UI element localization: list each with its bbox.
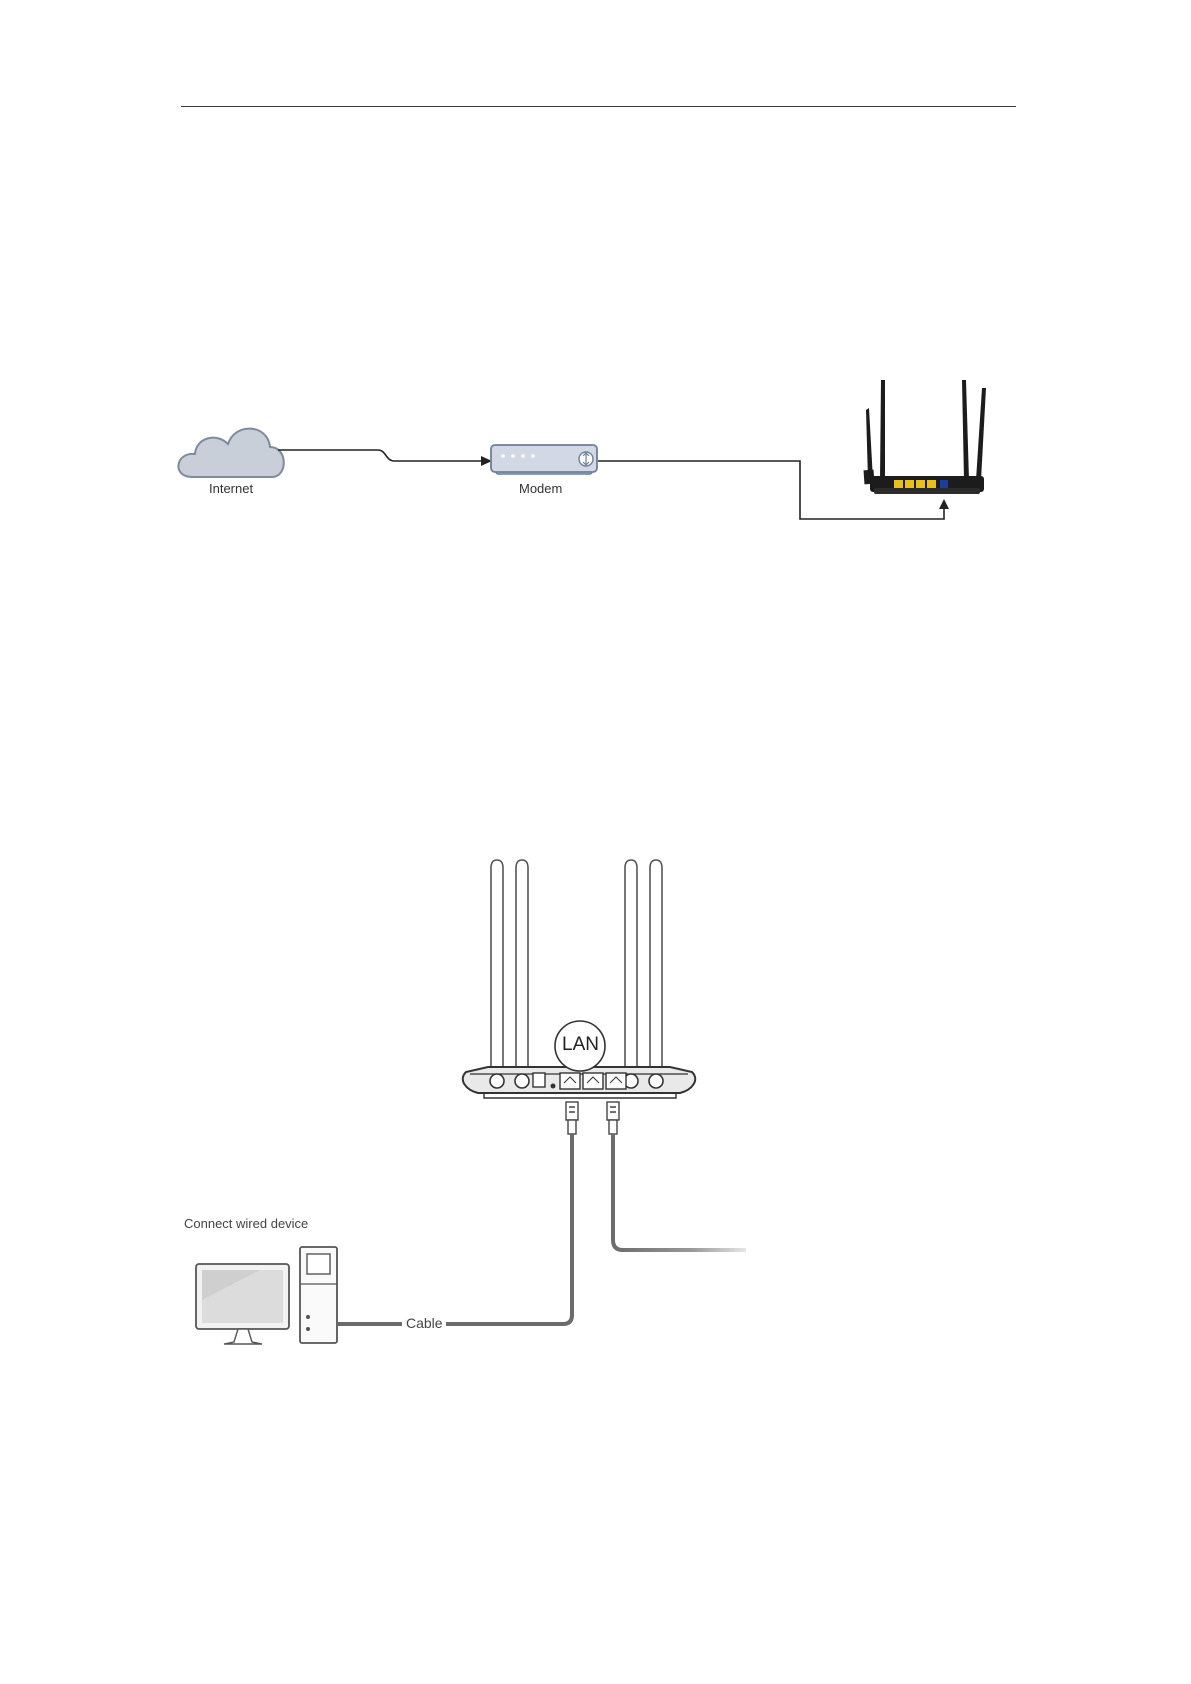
connect-wired-device-label: Connect wired device — [184, 1216, 308, 1231]
pc-tower-icon — [300, 1247, 337, 1343]
modem-label: Modem — [519, 481, 562, 496]
lan-label: LAN — [562, 1034, 599, 1056]
cable-to-pc — [338, 1134, 572, 1324]
desktop-monitor-icon — [196, 1264, 289, 1344]
router-rear-icon — [463, 1067, 695, 1098]
cable-label: Cable — [406, 1315, 443, 1331]
cable-plugs-icon — [566, 1102, 619, 1134]
modem-icon — [491, 445, 597, 474]
internet-cloud-icon — [178, 429, 283, 477]
arrow-to-router — [939, 499, 949, 509]
router-photo-icon — [864, 380, 986, 494]
cable-to-modem — [613, 1134, 746, 1250]
arrow-to-modem — [481, 456, 492, 466]
internet-label: Internet — [209, 481, 253, 496]
link-internet-modem — [278, 450, 486, 461]
header-rule — [181, 106, 1016, 107]
link-modem-router — [598, 461, 944, 519]
